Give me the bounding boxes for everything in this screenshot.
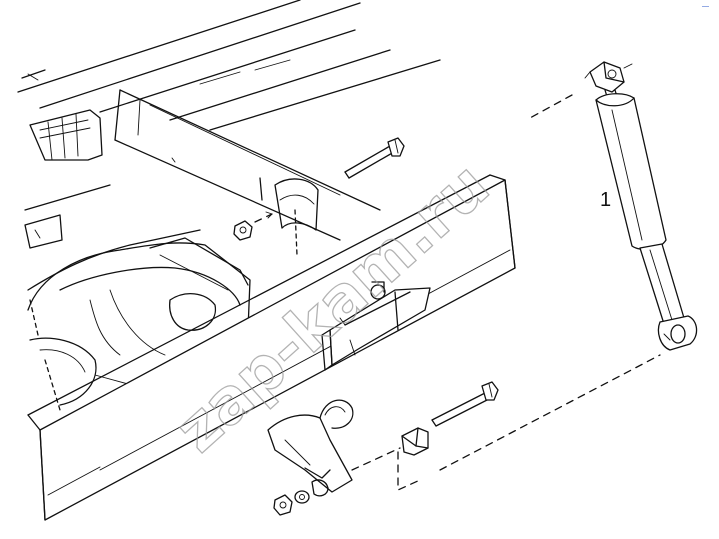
left-frame-section [24, 184, 201, 411]
main-frame-rail [27, 174, 516, 521]
upper-shock-bracket [321, 281, 431, 371]
lower-shock-bracket [267, 399, 401, 497]
assembly-center-line [397, 94, 661, 491]
crossmember [114, 89, 381, 256]
lower-nut-washer [273, 490, 310, 516]
shock-absorber [584, 61, 698, 351]
frame-upper-rails [17, 0, 441, 131]
spacer-bushing [401, 427, 429, 456]
upper-mount-bolt [344, 137, 405, 179]
upper-mount-nut [233, 211, 273, 241]
callout-1: 1 [600, 189, 611, 211]
corner-mark: — [702, 3, 709, 10]
lower-mount-bolt [431, 381, 499, 427]
front-hanger-bracket [29, 109, 103, 161]
